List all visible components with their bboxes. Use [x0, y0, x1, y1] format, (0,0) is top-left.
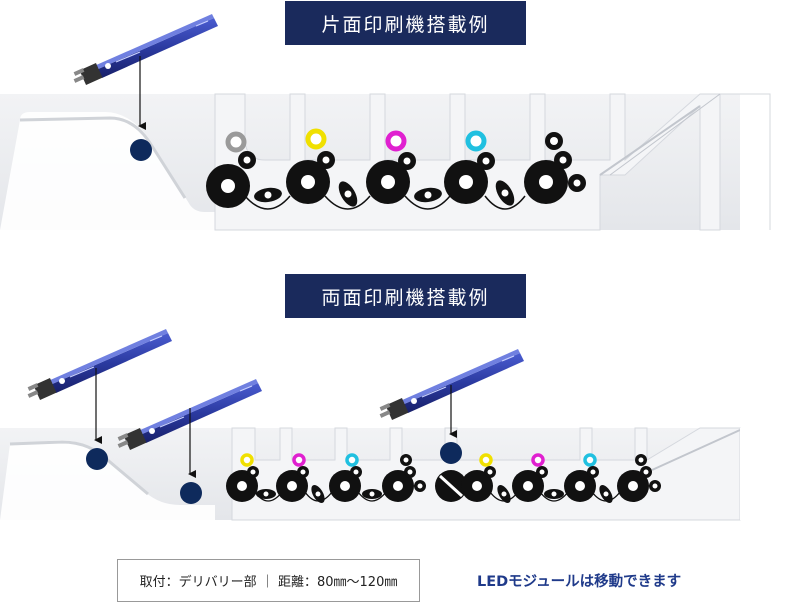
ink-roller-magenta [385, 130, 407, 152]
led-spot-2 [86, 448, 108, 470]
led-spot-4 [440, 442, 462, 464]
distance-label: 距離： [277, 575, 317, 590]
mount-value: デリバリー部 [178, 575, 257, 590]
double-unit-5 [461, 453, 519, 504]
led-spot-3 [180, 482, 202, 504]
single-unit-2 [286, 128, 371, 210]
led-module-4 [379, 348, 525, 421]
single-sided-units [206, 128, 586, 210]
led-spot-1 [130, 139, 152, 161]
distance-value: 80㎜～120㎜ [316, 575, 398, 590]
led-module-2 [27, 328, 173, 401]
single-unit-1 [206, 131, 291, 210]
spec-separator: ｜ [260, 575, 274, 590]
mounting-spec-box: 取付： デリバリー部 ｜ 距離： 80㎜～120㎜ [117, 559, 420, 602]
double-unit-8 [617, 454, 661, 502]
double-unit-2 [276, 453, 333, 504]
double-unit-4 [382, 454, 426, 502]
led-module-1 [73, 13, 219, 86]
mount-label: 取付： [139, 575, 179, 590]
double-unit-6 [512, 453, 569, 502]
double-sided-title-text: 両面印刷機搭載例 [321, 286, 490, 309]
single-sided-title: 片面印刷機搭載例 [285, 1, 526, 45]
double-unit-transfer [435, 470, 467, 502]
single-unit-5 [524, 132, 586, 204]
double-sided-title: 両面印刷機搭載例 [285, 274, 526, 318]
ink-roller-cyan [465, 130, 487, 152]
double-unit-3 [329, 453, 387, 502]
single-unit-3 [366, 130, 451, 210]
double-unit-1 [226, 453, 283, 502]
ink-roller-gray [225, 131, 247, 153]
double-unit-7 [564, 453, 621, 504]
single-sided-title-text: 片面印刷機搭載例 [321, 13, 490, 36]
single-unit-4 [444, 130, 526, 210]
ink-roller-yellow [305, 128, 327, 150]
movable-note: LEDモジュールは移動できます [477, 574, 682, 590]
double-sided-units [226, 453, 661, 504]
